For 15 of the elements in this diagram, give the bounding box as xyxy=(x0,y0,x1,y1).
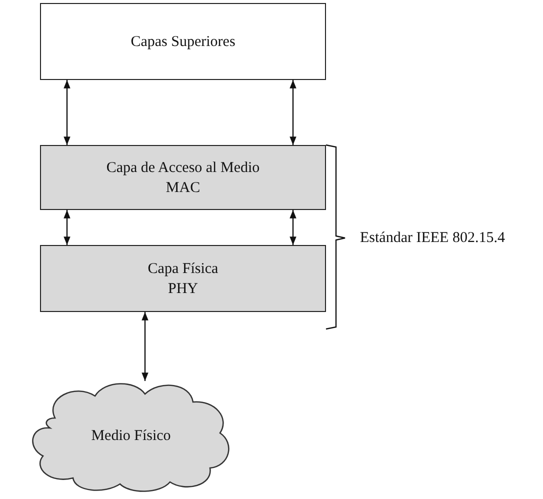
standard-label: Estándar IEEE 802.15.4 xyxy=(360,229,505,248)
double-arrow xyxy=(64,210,70,245)
layer-title: Capa de Acceso al Medio xyxy=(106,158,260,178)
layer-box xyxy=(40,3,326,80)
layer-title: Capa Física xyxy=(148,260,218,278)
layer-box xyxy=(40,245,326,312)
layer-abbreviation: PHY xyxy=(168,280,198,298)
layer-abbreviation: MAC xyxy=(166,178,200,198)
layer-title: Medio Físico xyxy=(91,427,171,446)
double-arrow xyxy=(142,312,148,381)
layer-title: Capas Superiores xyxy=(130,32,236,52)
double-arrow xyxy=(64,80,70,145)
layer-box xyxy=(40,145,326,210)
double-arrow xyxy=(290,210,296,245)
double-arrow xyxy=(290,80,296,145)
